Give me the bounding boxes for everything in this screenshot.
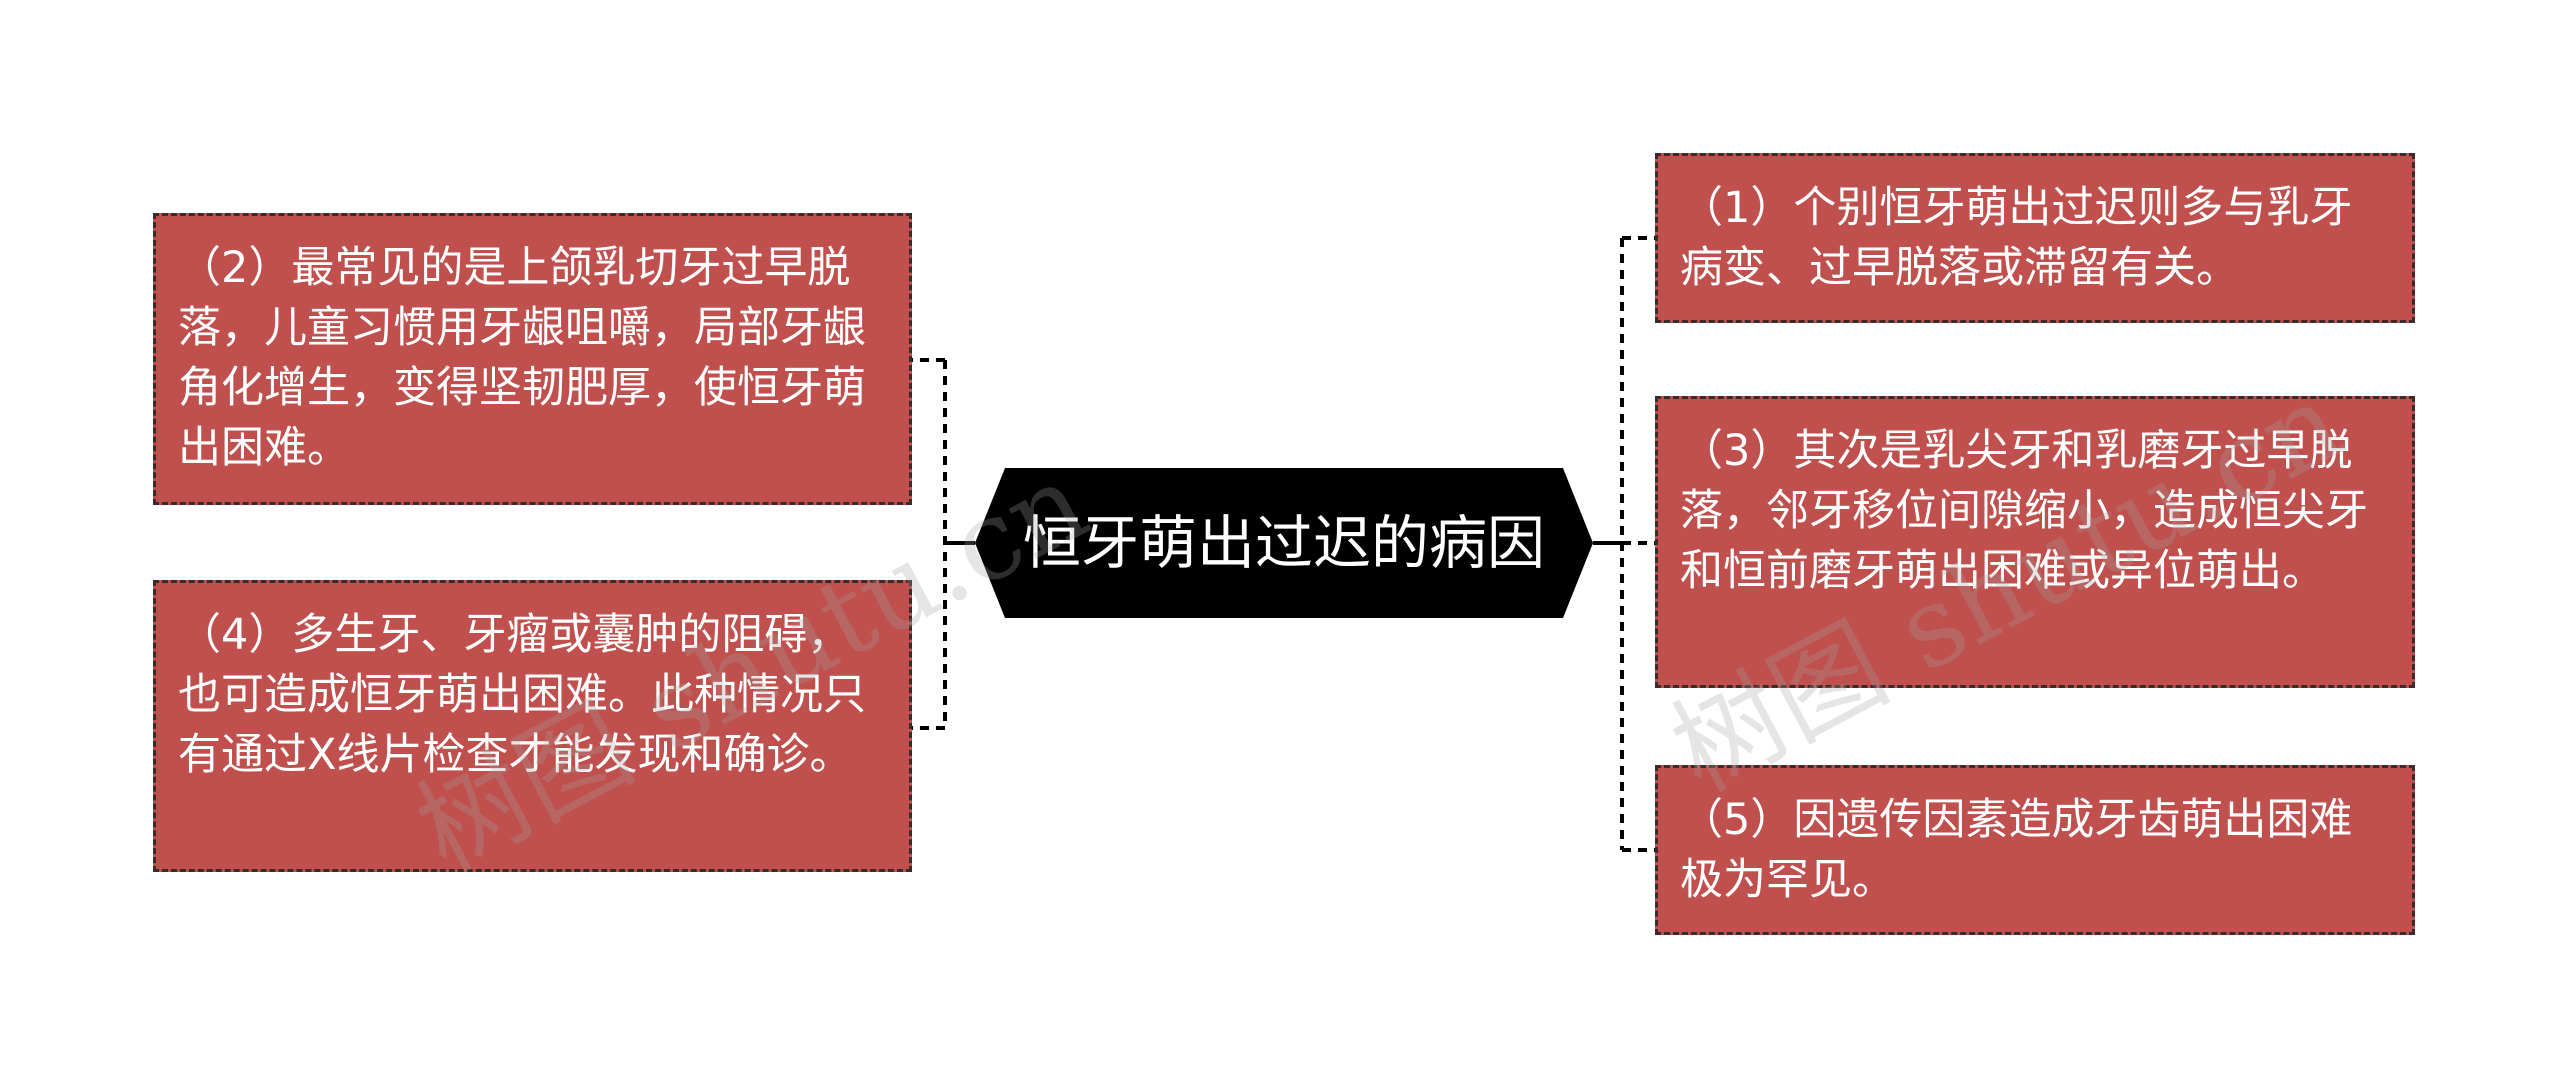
node-cause-2-text: （2）最常见的是上颌乳切牙过早脱落，儿童习惯用牙龈咀嚼，局部牙龈角化增生，变得坚… — [178, 243, 866, 473]
node-cause-3: （3）其次是乳尖牙和乳磨牙过早脱落，邻牙移位间隙缩小，造成恒尖牙和恒前磨牙萌出困… — [1655, 396, 2415, 688]
node-cause-4: （4）多生牙、牙瘤或囊肿的阻碍，也可造成恒牙萌出困难。此种情况只有通过X线片检查… — [153, 580, 912, 872]
node-cause-2: （2）最常见的是上颌乳切牙过早脱落，儿童习惯用牙龈咀嚼，局部牙龈角化增生，变得坚… — [153, 213, 912, 505]
center-node-title: 恒牙萌出过迟的病因 — [1022, 509, 1545, 577]
node-cause-5: （5）因遗传因素造成牙齿萌出困难极为罕见。 — [1655, 765, 2415, 935]
node-cause-4-text: （4）多生牙、牙瘤或囊肿的阻碍，也可造成恒牙萌出困难。此种情况只有通过X线片检查… — [178, 610, 866, 780]
node-cause-1-text: （1）个别恒牙萌出过迟则多与乳牙病变、过早脱落或滞留有关。 — [1680, 183, 2353, 293]
center-node-shape — [975, 468, 1593, 618]
node-cause-3-text: （3）其次是乳尖牙和乳磨牙过早脱落，邻牙移位间隙缩小，造成恒尖牙和恒前磨牙萌出困… — [1680, 426, 2368, 596]
node-cause-1: （1）个别恒牙萌出过迟则多与乳牙病变、过早脱落或滞留有关。 — [1655, 153, 2415, 323]
center-node: 恒牙萌出过迟的病因 — [975, 468, 1593, 618]
node-cause-5-text: （5）因遗传因素造成牙齿萌出困难极为罕见。 — [1680, 795, 2353, 905]
